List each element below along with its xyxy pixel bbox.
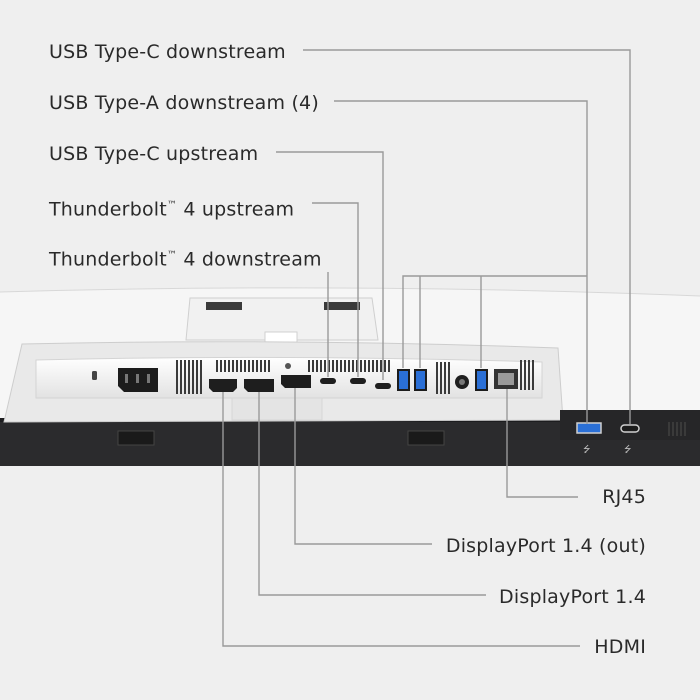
vent-grille xyxy=(176,360,204,394)
hdmi-port xyxy=(209,379,237,392)
thunderbolt-upstream-port xyxy=(350,378,366,384)
label-dp: DisplayPort 1.4 xyxy=(499,586,646,608)
rj45-port xyxy=(494,369,518,389)
label-dp-out: DisplayPort 1.4 (out) xyxy=(445,535,646,557)
leader-tb4-upstream xyxy=(312,202,359,377)
leader-usb-a-fanout xyxy=(402,275,587,368)
lock-slot xyxy=(92,371,97,380)
vent-grille xyxy=(436,362,450,394)
leader-usb-c-downstream xyxy=(303,49,631,424)
leader-rj45 xyxy=(506,389,578,498)
label-usb-c-downstream: USB Type-C downstream xyxy=(49,41,286,63)
vent-grille xyxy=(668,422,688,436)
displayport-port xyxy=(244,379,274,392)
leader-hdmi xyxy=(222,392,580,647)
stand-mount xyxy=(185,297,379,347)
label-hdmi: HDMI xyxy=(594,636,646,658)
power-connector xyxy=(118,368,158,392)
leader-lines xyxy=(222,49,631,647)
bezel-slot-right xyxy=(407,430,445,446)
label-rj45: RJ45 xyxy=(602,486,646,508)
usb-c-upstream-port xyxy=(375,383,391,389)
usb-a-port xyxy=(475,369,488,391)
usb-a-port xyxy=(414,369,427,391)
label-tb4-upstream: Thunderbolt™ 4 upstream xyxy=(49,198,295,221)
usb-symbol-icon: ⭍ xyxy=(583,444,591,455)
vent-grille xyxy=(306,360,392,372)
usb-symbol-icon: ⭍ xyxy=(624,444,632,455)
side-usb-a-port xyxy=(576,422,602,434)
side-usb-c-port xyxy=(620,424,640,433)
bezel-slot-left xyxy=(117,430,155,446)
leader-usb-c-upstream xyxy=(276,151,384,380)
thunderbolt-downstream-port xyxy=(320,378,336,384)
vent-grille xyxy=(520,360,534,390)
leader-usb-a-downstream xyxy=(334,100,588,424)
label-usb-a-downstream: USB Type-A downstream (4) xyxy=(49,92,319,114)
leader-dp-out xyxy=(294,388,432,545)
usb-a-port xyxy=(397,369,410,391)
label-tb4-downstream: Thunderbolt™ 4 downstream xyxy=(49,248,322,271)
vent-grille xyxy=(214,360,272,372)
io-panel xyxy=(3,341,564,423)
side-io: ⭍ ⭍ xyxy=(560,410,700,455)
label-usb-c-upstream: USB Type-C upstream xyxy=(49,143,259,165)
leader-dp xyxy=(258,392,486,596)
displayport-out-port xyxy=(281,375,311,388)
